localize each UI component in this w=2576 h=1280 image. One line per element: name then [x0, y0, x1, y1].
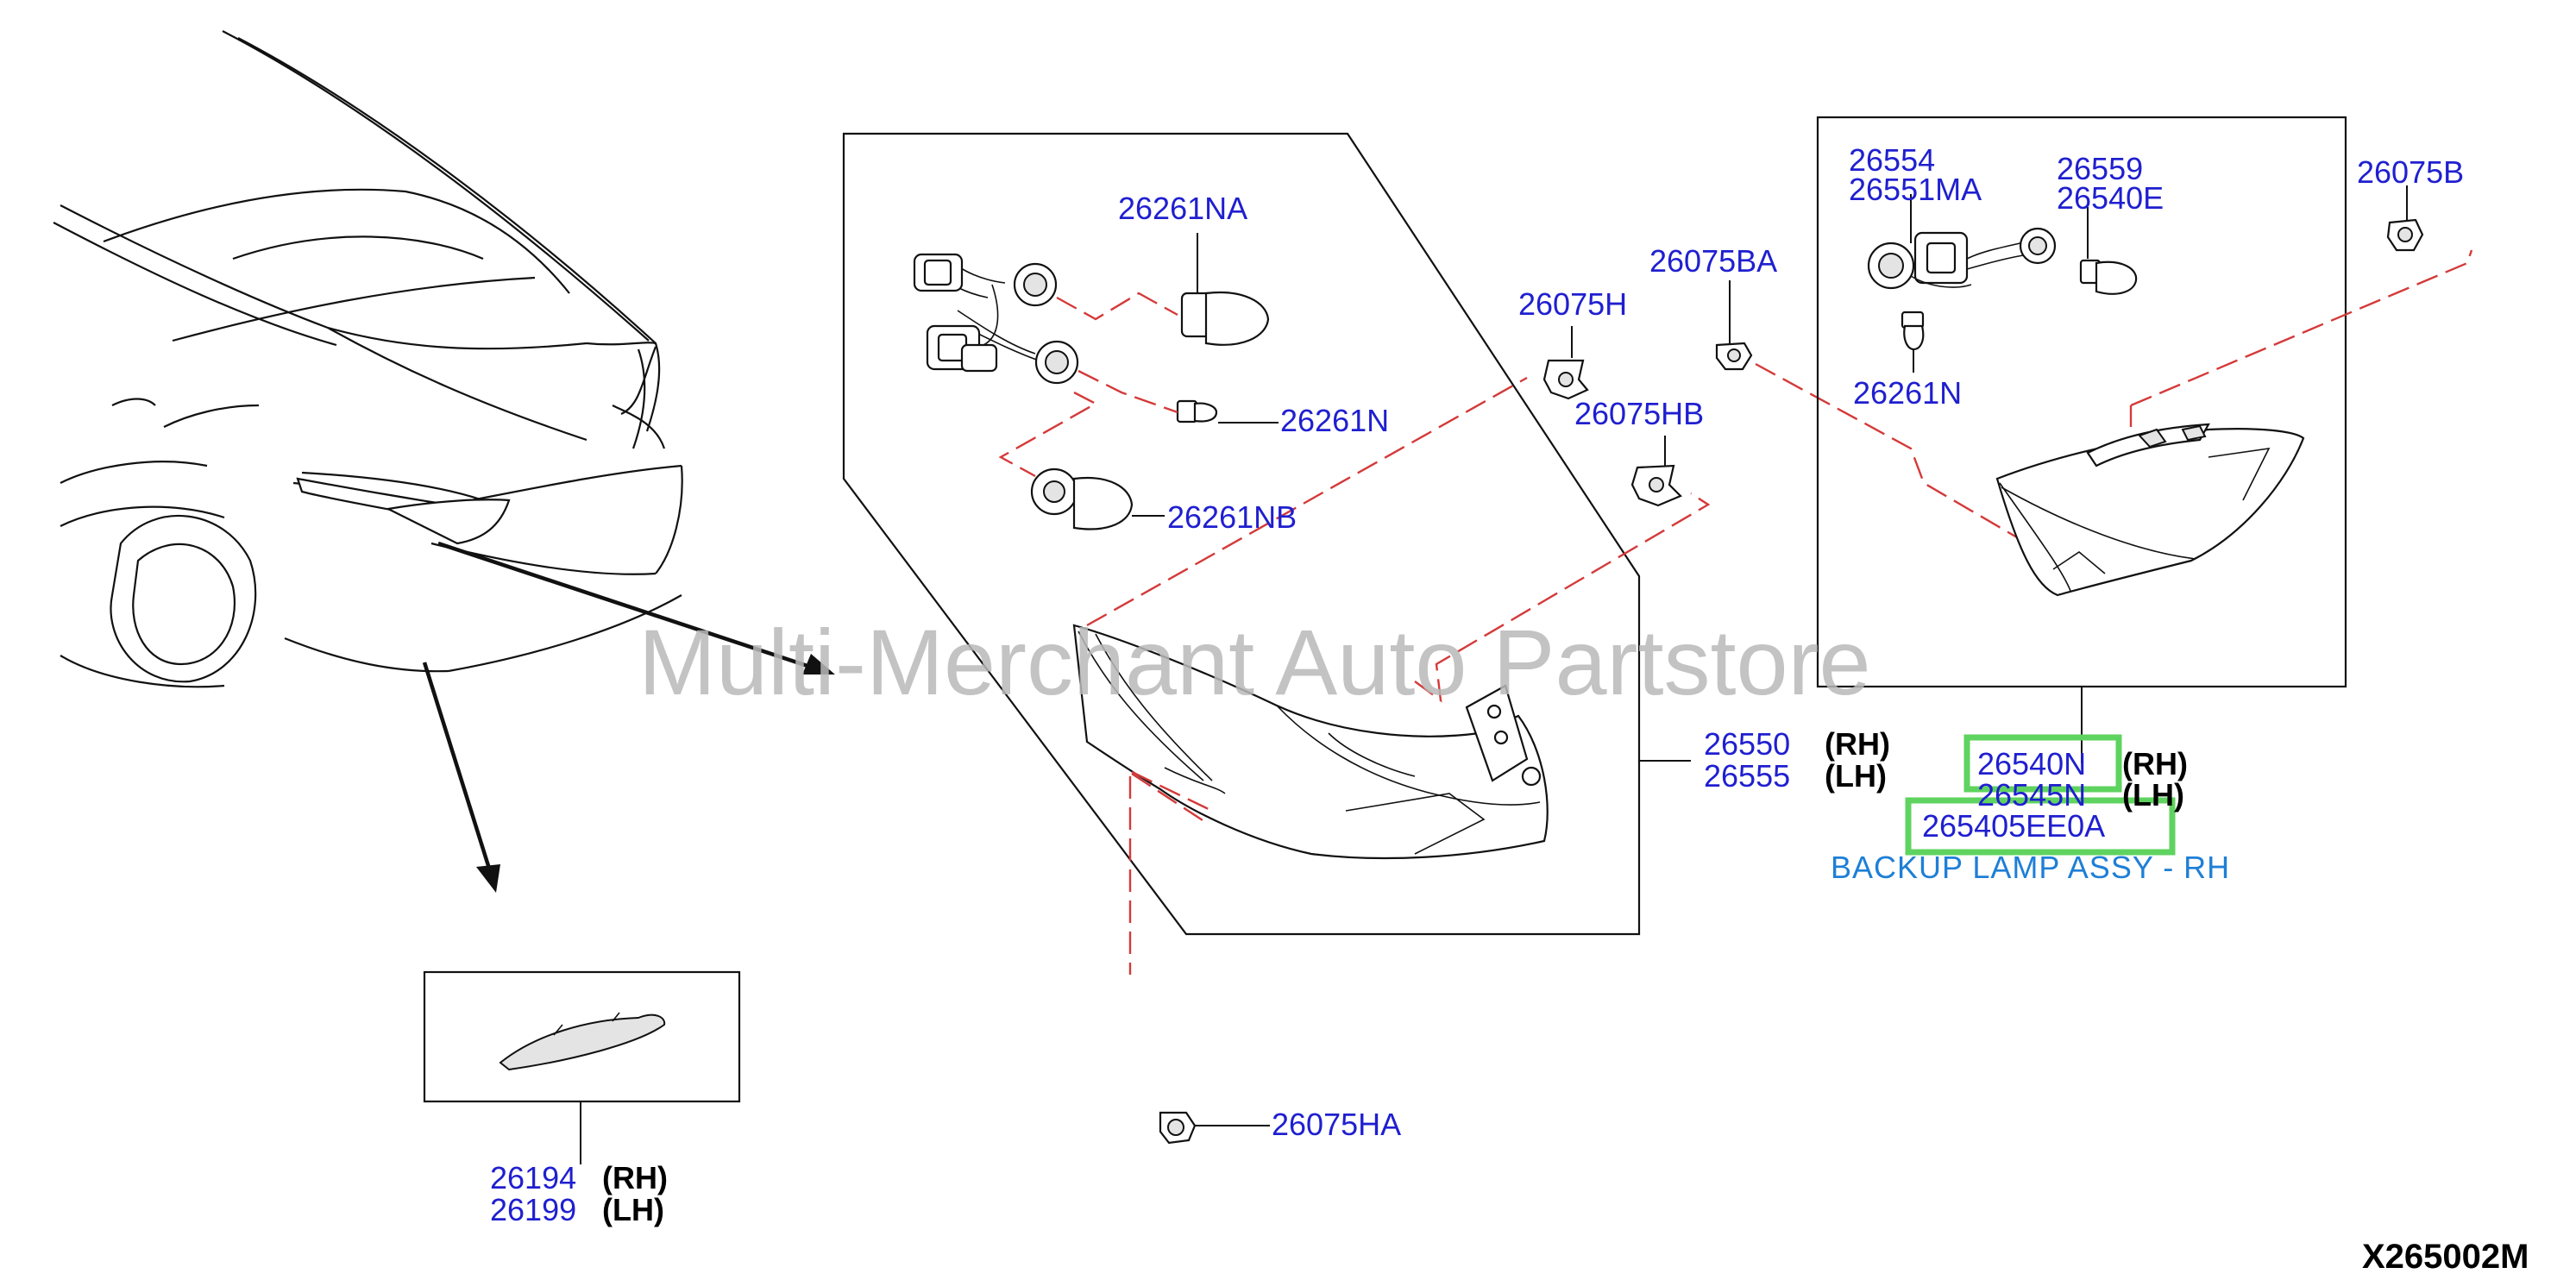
socket-harness[interactable] — [913, 253, 1079, 385]
rear-combination-lamp[interactable] — [1072, 624, 1549, 860]
clip-26075BA[interactable] — [1715, 280, 1753, 371]
label-265405EE0A[interactable]: 265405EE0A — [1922, 808, 2105, 844]
clip-26075B[interactable] — [2386, 185, 2424, 252]
label-26555-side: (LH) — [1825, 758, 1887, 794]
label-26199[interactable]: 26199 — [490, 1192, 576, 1227]
label-26551MA[interactable]: 26551MA — [1849, 172, 1982, 207]
label-26199-side: (LH) — [602, 1192, 664, 1227]
label-26550[interactable]: 26550 — [1704, 726, 1790, 762]
label-26550-side: (RH) — [1825, 726, 1890, 762]
watermark-text: Multi-Merchant Auto Partstore — [638, 610, 1871, 714]
label-26261NB[interactable]: 26261NB — [1167, 499, 1297, 535]
combination-lamp-section — [842, 132, 1711, 975]
backup-socket-harness[interactable] — [1867, 194, 2057, 290]
callout-arrows — [422, 541, 835, 893]
label-26545N-side: (LH) — [2122, 777, 2184, 813]
label-265405EE0A-description: BACKUP LAMP ASSY - RH — [1831, 850, 2230, 885]
label-26555[interactable]: 26555 — [1704, 758, 1790, 794]
bulb-26261NA[interactable] — [1180, 233, 1270, 346]
label-26540N[interactable]: 26540N — [1977, 746, 2086, 781]
vehicle-rear-illustration — [53, 30, 683, 688]
highlight-265405EE0A — [1905, 797, 2176, 856]
label-26540N-side: (RH) — [2122, 746, 2188, 781]
backup-bulb-26559[interactable] — [2079, 207, 2138, 295]
bulb-26261N-right[interactable] — [1901, 311, 1925, 373]
backup-lamp-section — [1816, 116, 2473, 763]
bulb-26261NB[interactable] — [1030, 467, 1165, 530]
label-26261N-right[interactable]: 26261N — [1853, 375, 1962, 411]
part-number-labels: 26261NA 26261N 26261NB 26075H 26075BA 26… — [490, 142, 2464, 1227]
clip-26075HB[interactable] — [1630, 436, 1682, 507]
side-reflector-box — [423, 970, 741, 1164]
label-26559[interactable]: 26559 — [2057, 151, 2143, 186]
label-26075H[interactable]: 26075H — [1518, 286, 1627, 322]
label-26545N[interactable]: 26545N — [1977, 777, 2086, 813]
diagram-code: X265002M — [2362, 1238, 2529, 1276]
label-26075HB[interactable]: 26075HB — [1574, 396, 1704, 431]
label-26194-side: (RH) — [602, 1160, 668, 1195]
clip-26075HA[interactable] — [1159, 1111, 1270, 1145]
label-26261NA[interactable]: 26261NA — [1118, 191, 1247, 226]
label-26261N-left[interactable]: 26261N — [1280, 403, 1389, 438]
label-26075HA[interactable]: 26075HA — [1272, 1107, 1401, 1142]
label-26540E[interactable]: 26540E — [2057, 180, 2164, 216]
backup-lamp-assy[interactable] — [1995, 423, 2305, 597]
label-26075BA[interactable]: 26075BA — [1649, 243, 1777, 279]
bulb-26261N-left[interactable] — [1176, 399, 1279, 424]
label-26194[interactable]: 26194 — [490, 1160, 576, 1195]
clip-26075H[interactable] — [1542, 326, 1589, 400]
label-26075B[interactable]: 26075B — [2357, 154, 2464, 190]
highlight-26540N — [1963, 734, 2122, 793]
label-26554[interactable]: 26554 — [1849, 142, 1935, 178]
